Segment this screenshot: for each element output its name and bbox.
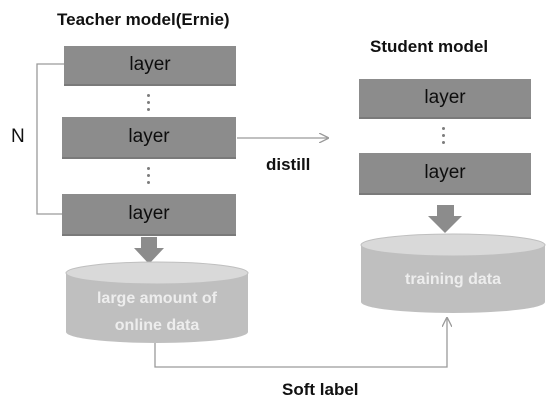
distill-label: distill <box>266 155 311 174</box>
training-data-label: training data <box>404 271 501 288</box>
online-data-label: large amount of online data <box>66 285 248 339</box>
soft-label: Soft label <box>282 380 359 399</box>
online-data-line-2: online data <box>114 317 200 334</box>
student-layer-1: layer <box>359 79 531 119</box>
student-layer-2: layer <box>359 153 531 195</box>
teacher-layer-2: layer <box>62 117 236 159</box>
teacher-layer-3: layer <box>62 194 236 236</box>
teacher-ellipsis-2 <box>147 167 151 188</box>
teacher-layer-1: layer <box>64 46 236 86</box>
online-data-cylinder <box>65 261 249 343</box>
online-data-line-1: large amount of <box>96 290 217 307</box>
repeat-bracket <box>36 63 64 215</box>
training-data-cylinder <box>360 233 546 313</box>
student-model-title: Student model <box>370 37 489 56</box>
repeat-count-label: N <box>11 126 25 147</box>
teacher-output-arrow <box>134 237 164 264</box>
teacher-ellipsis-1 <box>147 94 151 115</box>
student-output-arrow <box>428 205 462 233</box>
soft-label-connector <box>154 318 447 368</box>
teacher-model-title: Teacher model(Ernie) <box>57 10 230 29</box>
student-ellipsis <box>442 127 446 148</box>
